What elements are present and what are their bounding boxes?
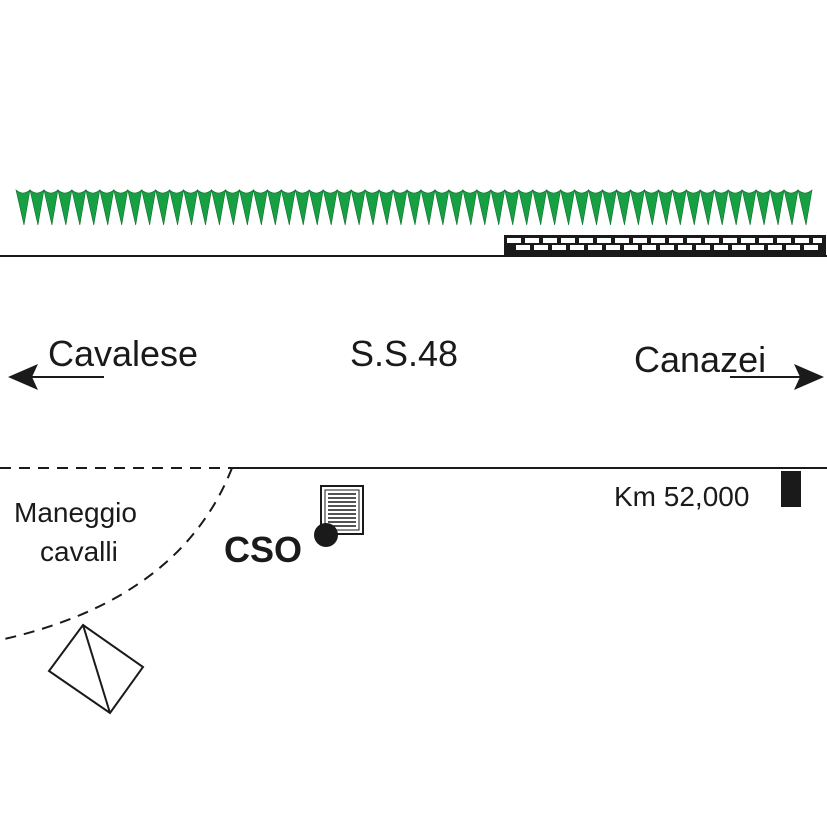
arrow-right-icon bbox=[730, 364, 824, 390]
tilted-box-icon bbox=[47, 623, 145, 715]
area-label-line2: cavalli bbox=[40, 536, 118, 567]
km-marker-label: Km 52,000 bbox=[614, 481, 749, 512]
stone-wall-icon bbox=[504, 235, 826, 255]
cso-dot-icon bbox=[314, 523, 338, 547]
direction-left-label: Cavalese bbox=[48, 333, 198, 374]
area-label-line1: Maneggio bbox=[14, 497, 137, 528]
area-boundary bbox=[0, 467, 233, 641]
tree-row-icon bbox=[15, 189, 813, 226]
direction-right-label: Canazei bbox=[634, 339, 766, 380]
km-marker-icon bbox=[781, 471, 801, 507]
road-name-label: S.S.48 bbox=[350, 333, 458, 374]
cso-label: CSO bbox=[224, 529, 302, 570]
arrow-left-icon bbox=[8, 364, 104, 390]
